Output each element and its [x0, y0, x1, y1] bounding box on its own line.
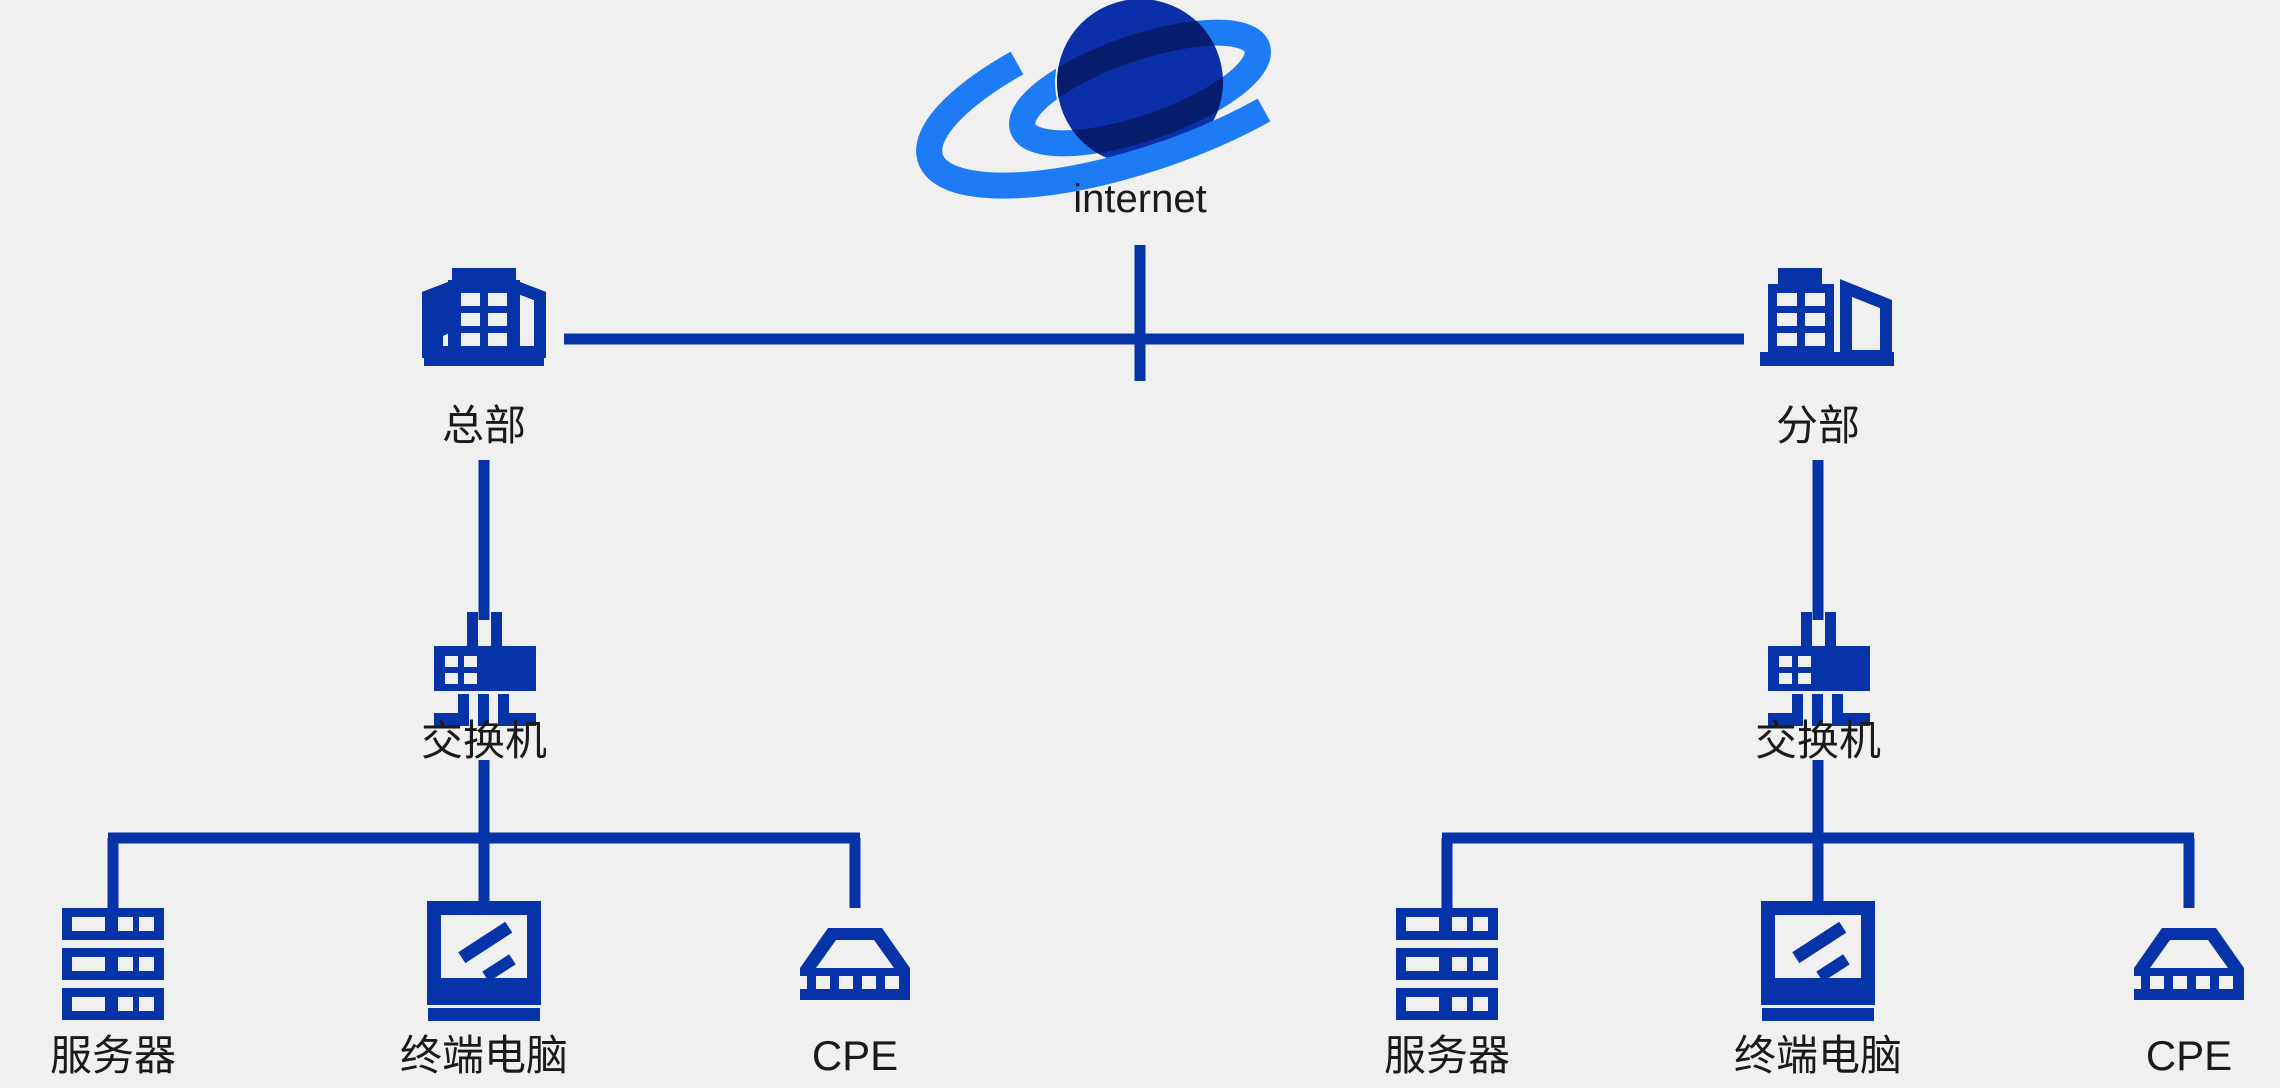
node-internet[interactable]: internet: [905, 0, 1271, 221]
cpe-router-icon: [793, 928, 910, 1000]
node-hq[interactable]: 总部: [422, 268, 546, 449]
node-branch-cpe[interactable]: CPE: [2127, 928, 2244, 1079]
branch-terminal-label: 终端电脑: [1734, 1032, 1902, 1079]
node-branch[interactable]: 分部: [1760, 268, 1894, 449]
internet-label: internet: [1073, 177, 1206, 221]
hq-label: 总部: [442, 402, 526, 449]
server-rack-icon: [62, 908, 164, 1020]
node-hq-terminal[interactable]: 终端电脑: [400, 901, 568, 1079]
branch-building-icon: [1760, 268, 1894, 366]
hq-terminal-label: 终端电脑: [400, 1032, 568, 1079]
hq-switch-label: 交换机: [421, 717, 547, 764]
node-hq-cpe[interactable]: CPE: [793, 928, 910, 1079]
branch-switch-label: 交换机: [1755, 717, 1881, 764]
desktop-monitor-icon: [427, 901, 541, 1021]
branch-label: 分部: [1776, 402, 1860, 449]
cpe-router-icon: [2127, 928, 2244, 1000]
network-switch-icon: [1768, 612, 1870, 726]
hq-cpe-label: CPE: [812, 1032, 898, 1079]
node-branch-terminal[interactable]: 终端电脑: [1734, 901, 1902, 1079]
node-hq-switch[interactable]: 交换机: [421, 612, 547, 764]
office-building-icon: [422, 268, 546, 366]
globe-internet-icon: [916, 0, 1271, 199]
node-branch-server[interactable]: 服务器: [1384, 908, 1510, 1079]
hq-server-label: 服务器: [50, 1032, 176, 1079]
network-switch-icon: [434, 612, 536, 726]
branch-server-label: 服务器: [1384, 1032, 1510, 1079]
edge-group: [107, 245, 2195, 908]
desktop-monitor-icon: [1761, 901, 1875, 1021]
node-branch-switch[interactable]: 交换机: [1755, 612, 1881, 764]
server-rack-icon: [1396, 908, 1498, 1020]
node-hq-server[interactable]: 服务器: [50, 908, 176, 1079]
branch-cpe-label: CPE: [2146, 1032, 2232, 1079]
